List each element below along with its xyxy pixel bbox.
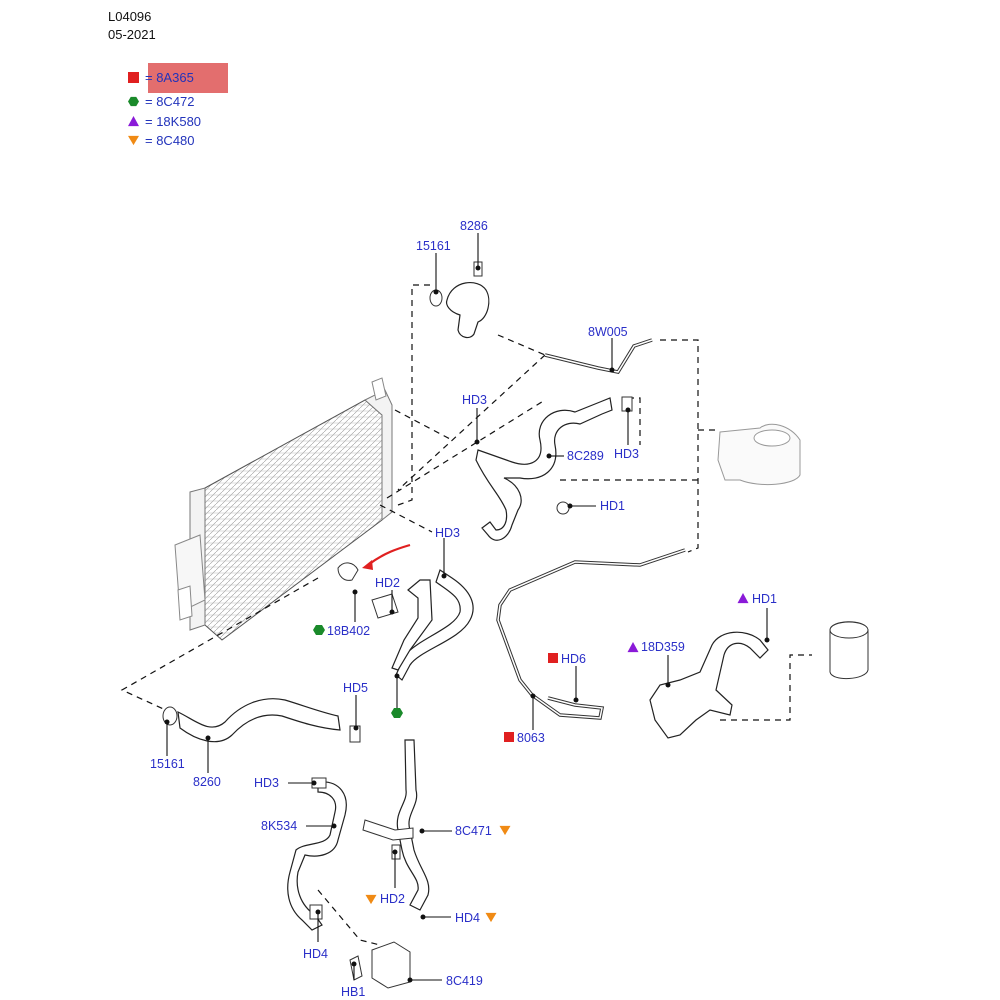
legend-item-18K580: = 18K580	[128, 114, 201, 129]
hose-8C289	[475, 396, 633, 541]
svg-text:HB1: HB1	[341, 985, 365, 999]
callout-HD4-b[interactable]: HD4	[420, 911, 497, 925]
svg-text:HD1: HD1	[600, 499, 625, 513]
hose-8K534	[287, 777, 347, 931]
callout-HD5[interactable]: HD5	[343, 681, 368, 731]
callout-HD3-b[interactable]: HD3	[614, 407, 639, 462]
callout-18D359[interactable]: 18D359	[627, 640, 685, 688]
diagram-code: L04096	[108, 9, 152, 24]
green-hexagon-icon	[128, 96, 139, 107]
callout-8286[interactable]: 8286	[460, 219, 488, 271]
hose-center	[337, 543, 474, 681]
svg-text:HD1: HD1	[752, 592, 777, 606]
svg-text:8W005: 8W005	[588, 325, 628, 339]
callout-HD2-a[interactable]: HD2	[375, 576, 400, 615]
red-square-icon	[548, 653, 558, 663]
svg-text:15161: 15161	[416, 239, 451, 253]
callout-HD1-a[interactable]: HD1	[567, 499, 626, 513]
callout-HD3-c[interactable]: HD3	[435, 526, 460, 579]
svg-text:8063: 8063	[517, 731, 545, 745]
radiator	[174, 377, 393, 641]
legend-item-8A365: = 8A365	[128, 70, 194, 85]
svg-text:18D359: 18D359	[641, 640, 685, 654]
callout-15161-bot[interactable]: 15161	[150, 719, 185, 772]
component-8C419	[349, 941, 411, 989]
callout-8063[interactable]: 8063	[504, 693, 545, 746]
orange-triangle-icon	[365, 894, 377, 905]
oil-cooler-assembly	[649, 621, 869, 739]
hose-8C471	[362, 739, 430, 911]
purple-triangle-icon	[128, 116, 139, 127]
svg-text:HD3: HD3	[614, 447, 639, 461]
green-marker	[391, 673, 403, 718]
callout-HD3-d[interactable]: HD3	[254, 776, 317, 790]
svg-text:HD3: HD3	[462, 393, 487, 407]
svg-text:HD5: HD5	[343, 681, 368, 695]
overflow-line-8W005	[544, 338, 653, 374]
legend-item-8C472: = 8C472	[128, 94, 195, 109]
legend-label: = 8C480	[145, 133, 195, 148]
legend-label: = 8C472	[145, 94, 195, 109]
svg-text:HD2: HD2	[375, 576, 400, 590]
red-square-icon	[504, 732, 514, 742]
callout-8K534[interactable]: 8K534	[261, 819, 337, 833]
purple-triangle-icon	[737, 593, 749, 604]
red-square-icon	[128, 72, 139, 83]
svg-text:8C289: 8C289	[567, 449, 604, 463]
purple-triangle-icon	[627, 642, 639, 653]
coolant-reservoir	[717, 423, 801, 485]
svg-text:HD4: HD4	[455, 911, 480, 925]
svg-text:8260: 8260	[193, 775, 221, 789]
callout-HB1[interactable]: HB1	[341, 961, 365, 1000]
callout-HD6[interactable]: HD6	[548, 652, 586, 703]
line-8063	[496, 548, 686, 720]
orange-triangle-icon	[128, 135, 139, 146]
green-hexagon-icon	[313, 625, 325, 635]
orange-triangle-icon	[485, 912, 497, 923]
svg-text:HD3: HD3	[435, 526, 460, 540]
svg-text:8286: 8286	[460, 219, 488, 233]
dashed-routing-lines	[120, 284, 812, 946]
hose-8260	[162, 698, 361, 743]
callout-HD2-b[interactable]: HD2	[365, 849, 406, 907]
svg-text:15161: 15161	[150, 757, 185, 771]
diagram-date: 05-2021	[108, 27, 156, 42]
svg-text:8C419: 8C419	[446, 974, 483, 988]
legend-item-8C480: = 8C480	[128, 133, 195, 148]
callout-8C289[interactable]: 8C289	[546, 449, 604, 463]
callout-18B402[interactable]: 18B402	[313, 589, 370, 639]
callout-8C419[interactable]: 8C419	[407, 974, 483, 988]
svg-text:HD2: HD2	[380, 892, 405, 906]
callout-HD1-b[interactable]: HD1	[737, 592, 778, 643]
callout-HD3-a[interactable]: HD3	[462, 393, 487, 445]
svg-text:8C471: 8C471	[455, 824, 492, 838]
svg-text:HD4: HD4	[303, 947, 328, 961]
callout-8260[interactable]: 8260	[193, 735, 221, 790]
svg-text:HD3: HD3	[254, 776, 279, 790]
callout-15161-top[interactable]: 15161	[416, 239, 451, 295]
callout-HD4-a[interactable]: HD4	[303, 909, 328, 962]
svg-text:HD6: HD6	[561, 652, 586, 666]
svg-text:18B402: 18B402	[327, 624, 370, 638]
highlight-marker	[148, 63, 228, 93]
legend-label: = 8A365	[145, 70, 194, 85]
callout-8C471[interactable]: 8C471	[419, 824, 511, 838]
legend-label: = 18K580	[145, 114, 202, 129]
callout-8W005[interactable]: 8W005	[588, 325, 628, 373]
hose-8286	[429, 261, 490, 339]
green-hexagon-icon	[391, 708, 403, 718]
orange-triangle-icon	[499, 825, 511, 836]
svg-text:8K534: 8K534	[261, 819, 297, 833]
